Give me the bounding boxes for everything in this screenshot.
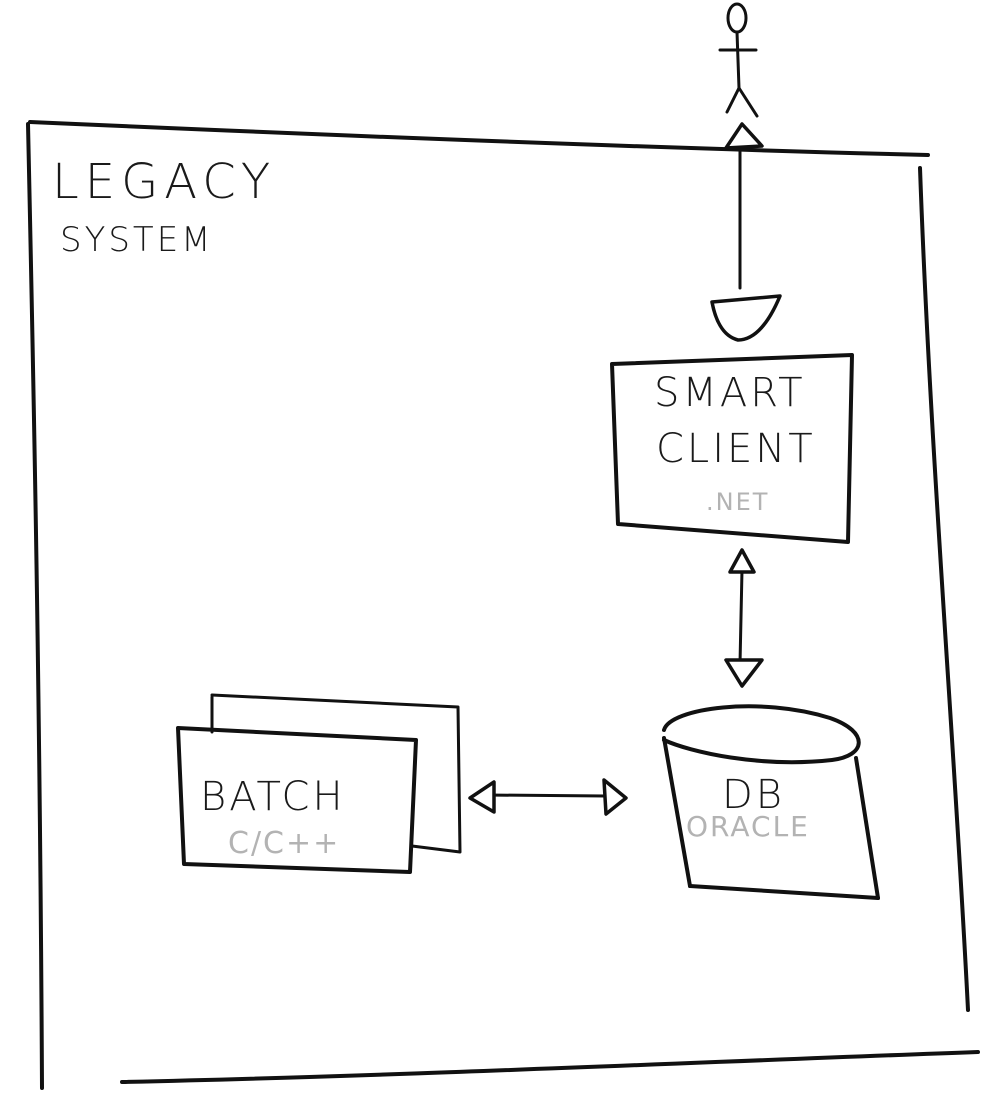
arrow-head-icon bbox=[602, 778, 628, 816]
smart-client-tech: .NET bbox=[706, 488, 769, 516]
arrow-head-icon bbox=[724, 658, 764, 688]
stick-figure-user-icon bbox=[718, 2, 759, 118]
arrow-head-icon bbox=[728, 548, 756, 574]
user-client-connector bbox=[710, 122, 782, 342]
system-subtitle: SYSTEM bbox=[60, 220, 214, 260]
legacy-system-boundary bbox=[26, 120, 980, 1090]
arrow-head-icon bbox=[724, 122, 764, 150]
batch-label: BATCH bbox=[200, 774, 346, 820]
client-db-connector bbox=[724, 548, 764, 688]
smart-client-label-line2: CLIENT bbox=[656, 426, 816, 472]
database-label: DB bbox=[722, 772, 785, 818]
smart-client-box: SMART CLIENT .NET bbox=[610, 353, 854, 544]
smart-client-label-line1: SMART bbox=[654, 370, 806, 416]
arrow-head-icon bbox=[710, 294, 782, 342]
batch-box: BATCH C/C++ bbox=[176, 693, 462, 874]
database-cylinder: DB ORACLE bbox=[662, 704, 880, 900]
batch-db-connector bbox=[468, 778, 628, 816]
system-title: LEGACY bbox=[52, 154, 276, 210]
batch-tech: C/C++ bbox=[228, 826, 340, 861]
database-tech: ORACLE bbox=[686, 810, 810, 843]
arrow-head-icon bbox=[468, 780, 496, 814]
